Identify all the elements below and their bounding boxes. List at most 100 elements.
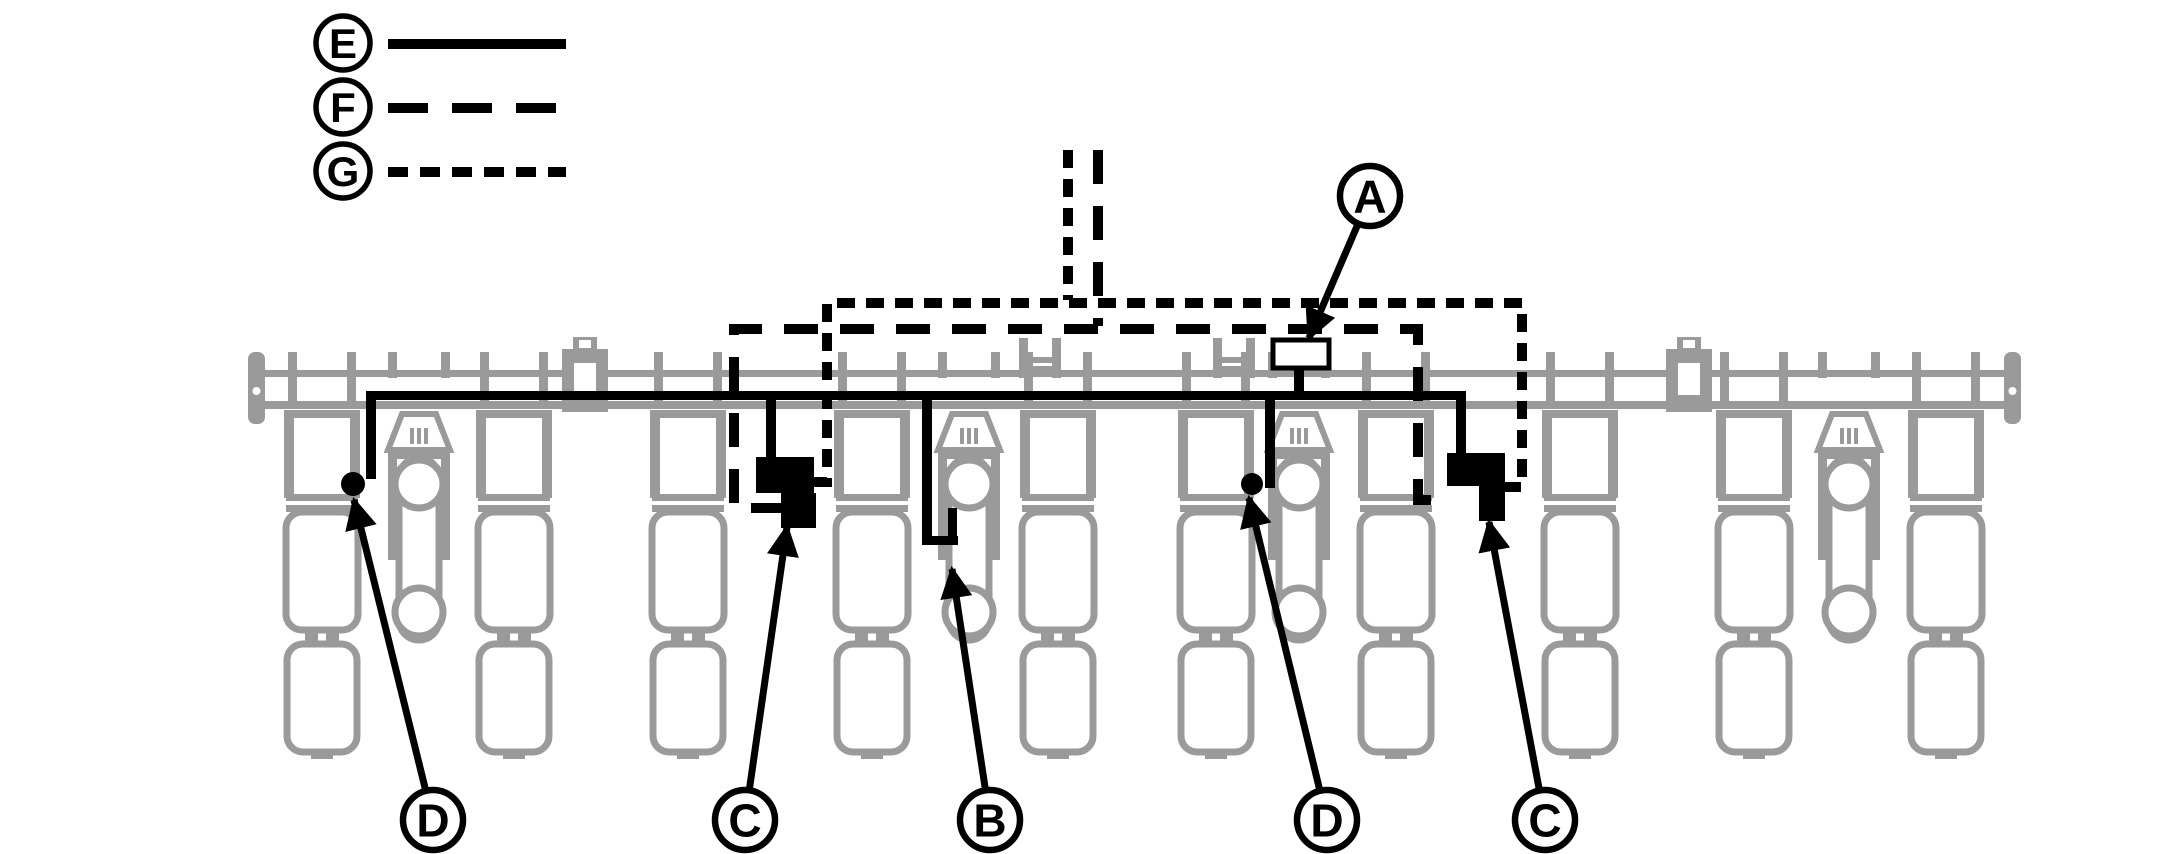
legend-letter-G: G <box>327 148 360 195</box>
unit-shank-bar <box>1180 494 1252 501</box>
legend-circle-F <box>313 77 373 137</box>
row-unit <box>1540 352 1620 759</box>
unit-frame-left <box>1178 410 1188 498</box>
unit-frame-top <box>658 410 718 418</box>
h-bracket-crossbar <box>1026 357 1054 363</box>
u-bolt-post <box>938 352 947 378</box>
callout-arrow-D-right <box>1240 494 1323 790</box>
unit-shank-bar <box>1544 494 1616 501</box>
unit-foot <box>1569 750 1591 759</box>
h-bracket-post <box>1213 338 1222 378</box>
legend-letter-F: F <box>330 84 356 131</box>
hood-vent <box>974 428 978 444</box>
harness-solid-line <box>341 337 1505 545</box>
legend-item-E: E <box>313 13 566 73</box>
row-unit <box>1906 352 1986 759</box>
pigtail-b-foot <box>922 536 958 545</box>
unit-frame-left <box>1716 410 1726 498</box>
unit-foot <box>1935 750 1957 759</box>
unit-shank-bar <box>1718 494 1790 501</box>
connector-block-right-lower <box>1479 486 1505 521</box>
end-plate-hole <box>2008 387 2017 395</box>
h-bracket-post <box>1246 338 1255 378</box>
unit-frame-left <box>1020 410 1030 498</box>
unit-side-arm <box>1268 450 1277 560</box>
unit-frame-right <box>542 410 552 498</box>
u-bolt-post <box>1605 352 1614 409</box>
h-bracket-crossbar <box>1220 366 1248 372</box>
unit-side-arm <box>1818 450 1827 560</box>
legend-circle-G <box>313 141 373 201</box>
unit-foot <box>1047 750 1069 759</box>
callout-letter-D-left: D <box>416 795 449 847</box>
hopper-lower <box>475 640 553 756</box>
gauge-wheel-upper <box>1271 456 1327 512</box>
unit-hood-trapezoid <box>1813 411 1885 453</box>
callout-letter-C-left: C <box>728 795 761 847</box>
row-unit <box>1018 352 1098 759</box>
u-bolt-post <box>1182 352 1191 409</box>
legend-letter-E: E <box>329 20 357 67</box>
harness-short-dash-line <box>813 150 1527 492</box>
row-unit <box>1714 352 1794 759</box>
end-plate-hole <box>252 387 261 395</box>
callout-arrow-B <box>940 565 989 789</box>
u-bolt-post <box>388 352 397 378</box>
clamp-bracket-cap-hole <box>1683 340 1695 348</box>
h-bracket-post <box>1019 338 1028 378</box>
hopper-upper <box>1540 508 1620 634</box>
module-box <box>1270 337 1332 371</box>
hopper-upper <box>282 508 362 634</box>
hopper-link <box>1758 628 1771 644</box>
row-unit <box>1356 352 1436 759</box>
connector-block-right-upper <box>1447 453 1505 486</box>
unit-frame-top <box>1916 410 1976 418</box>
h-bracket-crossbar <box>1026 366 1054 372</box>
u-bolt-post <box>1083 352 1092 409</box>
unit-hood-trapezoid <box>383 411 455 453</box>
hood-vent <box>1290 428 1294 444</box>
callout-C-left: C <box>711 523 799 854</box>
hopper-lower <box>1357 640 1435 756</box>
callout-C-right: C <box>1478 518 1579 854</box>
u-bolt-post <box>1871 352 1880 378</box>
hopper-lower <box>833 640 911 756</box>
hopper-link <box>1199 628 1212 644</box>
u-bolt-post <box>1720 352 1729 409</box>
clamp-bracket-hole <box>574 363 596 395</box>
unit-frame-right <box>1608 410 1618 498</box>
hopper-link <box>1379 628 1392 644</box>
u-bolt-post <box>1421 352 1430 409</box>
hopper-link <box>326 628 339 644</box>
hopper-lower <box>1715 640 1793 756</box>
hopper-link <box>1584 628 1597 644</box>
unit-frame-right <box>350 410 360 498</box>
unit-shank-bar <box>478 494 550 501</box>
harness-right-d-leg <box>1265 400 1275 488</box>
u-bolt-post <box>1024 352 1033 409</box>
hood-vent <box>424 428 428 444</box>
unit-shank-bar <box>1910 494 1982 501</box>
hopper-lower <box>1907 640 1985 756</box>
unit-foot <box>861 750 883 759</box>
hopper-link <box>497 628 510 644</box>
unit-side-arm <box>1321 450 1330 560</box>
hopper-upper <box>1714 508 1794 634</box>
u-bolt-post <box>1546 352 1555 409</box>
hopper-lower <box>1541 640 1619 756</box>
u-bolt-post <box>1912 352 1921 409</box>
callout-A: A <box>1305 162 1404 341</box>
callout-arrow-D-left <box>345 496 429 790</box>
gauge-wheel-lower <box>391 584 447 640</box>
gauge-wheel-upper <box>391 456 447 512</box>
legend-circle-E <box>313 13 373 73</box>
callout-circle-D-right <box>1293 786 1361 854</box>
hood-vent <box>967 428 971 444</box>
junction-dot-d-right <box>1241 473 1263 495</box>
unit-frame-top <box>1724 410 1784 418</box>
unit-frame-right <box>1424 410 1434 498</box>
unit-frame-left <box>284 410 294 498</box>
module-a-drop <box>1294 368 1304 395</box>
hopper-upper <box>1018 508 1098 634</box>
